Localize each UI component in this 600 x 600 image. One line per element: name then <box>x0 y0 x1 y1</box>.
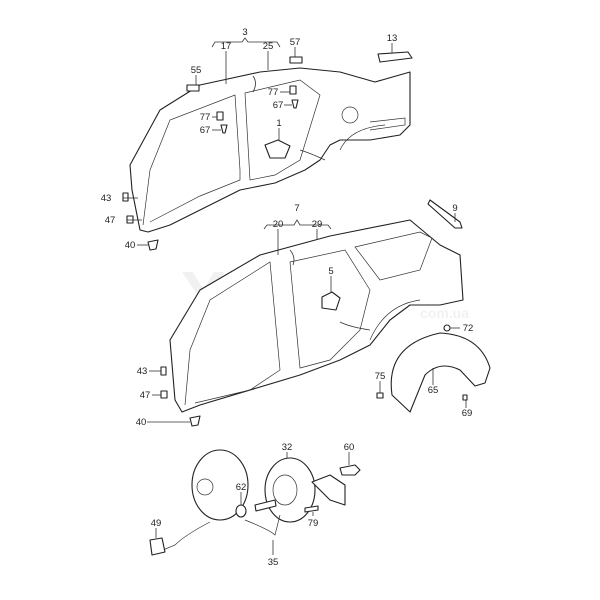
callout-9[interactable]: 9 <box>452 203 457 214</box>
callout-32[interactable]: 32 <box>282 442 293 453</box>
callout-77[interactable]: 77 <box>268 87 279 98</box>
callout-57[interactable]: 57 <box>290 37 301 48</box>
callout-49[interactable]: 49 <box>151 518 162 529</box>
callout-79[interactable]: 79 <box>308 518 319 529</box>
part-67b <box>220 124 228 134</box>
side-panel-sedan <box>129 67 411 233</box>
part-47b <box>160 390 168 399</box>
callout-7[interactable]: 7 <box>294 203 299 214</box>
part-77a <box>289 85 297 95</box>
callout-55[interactable]: 55 <box>191 65 202 76</box>
callout-72[interactable]: 72 <box>463 323 474 334</box>
callout-5[interactable]: 5 <box>328 266 333 277</box>
callout-20[interactable]: 20 <box>273 219 284 230</box>
part-13 <box>377 51 413 63</box>
callout-67[interactable]: 67 <box>200 125 211 136</box>
part-72 <box>443 324 451 332</box>
callout-40[interactable]: 40 <box>125 240 136 251</box>
fuel-filler-assembly <box>149 449 361 556</box>
callout-43[interactable]: 43 <box>101 193 112 204</box>
leader-lines <box>123 37 467 555</box>
side-panel-wagon <box>169 219 464 413</box>
callout-75[interactable]: 75 <box>375 371 386 382</box>
callout-40[interactable]: 40 <box>136 417 147 428</box>
part-43b <box>160 366 167 376</box>
callout-47[interactable]: 47 <box>140 390 151 401</box>
callout-25[interactable]: 25 <box>263 41 274 52</box>
callout-labels: 3 17 25 57 13 55 77 67 77 67 1 43 47 40 … <box>101 27 474 568</box>
callout-62[interactable]: 62 <box>236 482 247 493</box>
callout-13[interactable]: 13 <box>387 33 398 44</box>
callout-65[interactable]: 65 <box>428 385 439 396</box>
callout-60[interactable]: 60 <box>344 442 355 453</box>
callout-43[interactable]: 43 <box>137 366 148 377</box>
callout-47[interactable]: 47 <box>105 215 116 226</box>
callout-35[interactable]: 35 <box>268 557 279 568</box>
callout-17[interactable]: 17 <box>221 41 232 52</box>
watermark-domain: com.ua <box>420 305 469 321</box>
part-55 <box>186 84 200 92</box>
part-43a <box>122 192 129 202</box>
wheel-housing-liner <box>390 332 491 413</box>
part-69 <box>462 394 468 401</box>
callout-69[interactable]: 69 <box>462 408 473 419</box>
part-75 <box>376 392 384 399</box>
callout-3[interactable]: 3 <box>242 27 247 38</box>
callout-29[interactable]: 29 <box>312 219 323 230</box>
part-40a <box>147 239 159 251</box>
callout-1[interactable]: 1 <box>276 118 281 129</box>
part-57 <box>289 56 303 64</box>
part-47a <box>126 215 134 224</box>
part-67a <box>291 99 299 109</box>
part-40b <box>189 415 201 427</box>
callout-67[interactable]: 67 <box>273 100 284 111</box>
part-77b <box>216 111 224 121</box>
callout-77[interactable]: 77 <box>200 112 211 123</box>
